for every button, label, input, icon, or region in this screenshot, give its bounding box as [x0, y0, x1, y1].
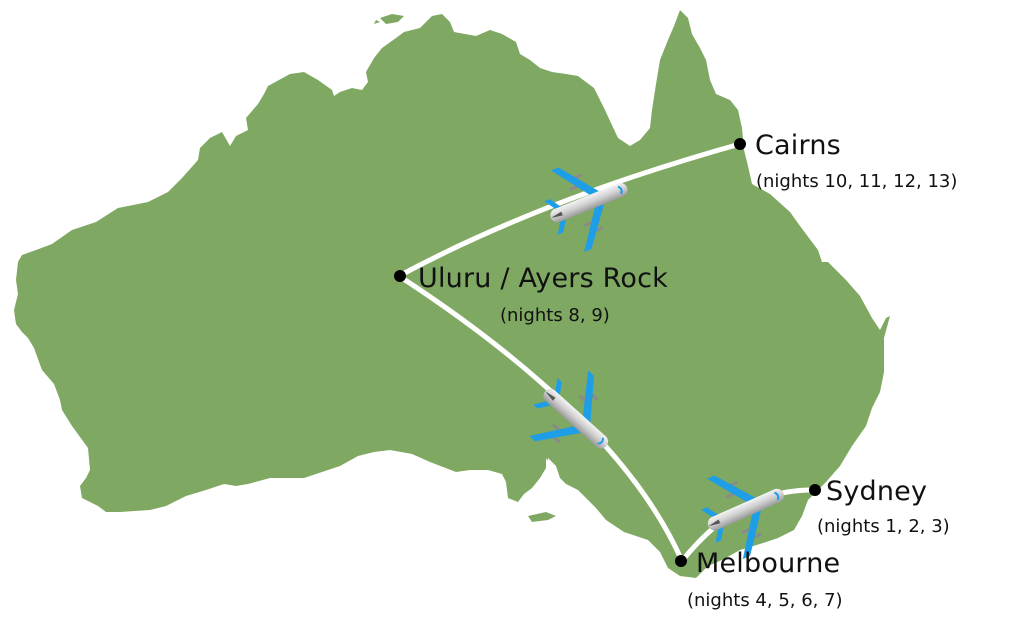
kangaroo-island: [528, 512, 556, 522]
australia-landmass: [14, 10, 890, 578]
city-dot-sydney[interactable]: [809, 484, 821, 496]
city-nights-sydney: (nights 1, 2, 3): [817, 516, 950, 537]
city-label-melbourne: Melbourne: [696, 548, 841, 579]
tiwi-islands: [374, 20, 380, 24]
city-dot-cairns[interactable]: [734, 138, 746, 150]
coast-white: [700, 450, 1024, 625]
city-dot-melbourne[interactable]: [675, 555, 687, 567]
city-label-uluru: Uluru / Ayers Rock: [418, 263, 668, 294]
city-label-cairns: Cairns: [755, 130, 841, 161]
city-nights-uluru: (nights 8, 9): [500, 305, 610, 326]
city-nights-cairns: (nights 10, 11, 12, 13): [756, 171, 958, 192]
tiwi-islands: [380, 14, 404, 24]
spencer-gulf: [540, 458, 556, 496]
city-label-sydney: Sydney: [826, 476, 928, 507]
city-dot-uluru[interactable]: [394, 270, 406, 282]
city-nights-melbourne: (nights 4, 5, 6, 7): [687, 590, 843, 611]
